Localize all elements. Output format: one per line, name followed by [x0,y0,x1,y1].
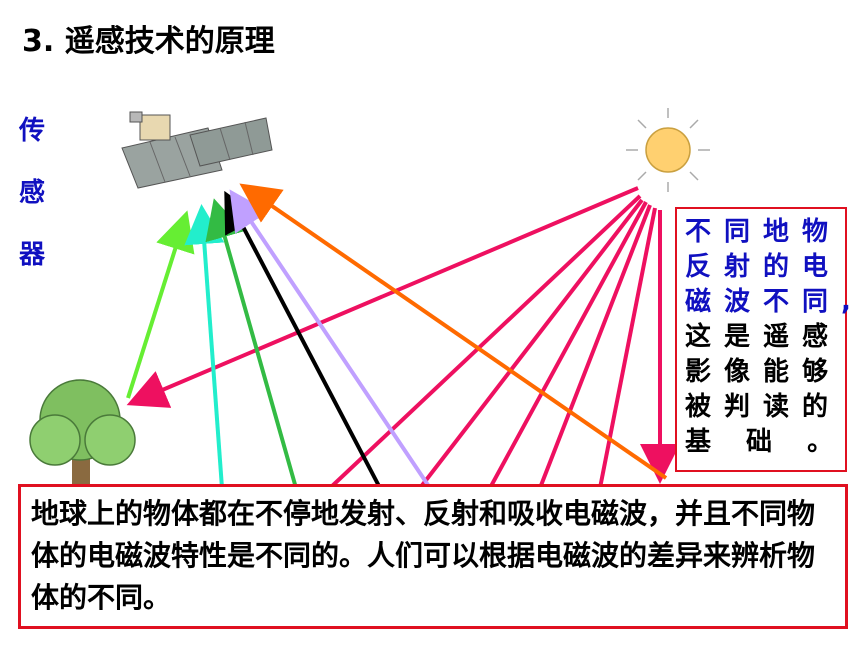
note-line: 基 础 。 [685,427,847,457]
sun-ray [598,207,657,489]
note-line: 被判读的 [685,392,842,422]
sensor-char: 器 [18,240,45,270]
note-line: 磁波不同, [685,287,860,317]
tree-icon [29,379,136,490]
sun-ray [418,198,644,490]
sun-ray [126,186,639,408]
reflected-ray [184,204,225,489]
explanation-box: 地球上的物体都在不停地发射、反射和吸收电磁波，并且不同物体的电磁波特性是不同的。… [18,484,848,629]
sun-ray [538,204,652,489]
note-box: 不同地物 反射的电 磁波不同, 这是遥感 影像能够 被判读的 基 础 。 [675,207,860,472]
reflected-ray [126,210,195,399]
sensor-label: 传 感 器 [14,100,50,286]
page-title: 3. 遥感技术的原理 [22,24,275,59]
note-line: 影像能够 [685,357,842,387]
reflected-ray [205,198,298,489]
sun-icon [626,108,710,192]
reflected-ray [229,189,432,490]
sun-ray [328,194,642,490]
sensor-char: 感 [18,178,45,208]
sensor-char: 传 [18,116,45,146]
reflected-ray [239,183,668,480]
note-line: 反射的电 [685,252,842,282]
explanation-text: 地球上的物体都在不停地发射、反射和吸收电磁波，并且不同物体的电磁波特性是不同的。… [31,497,816,614]
note-line: 不同地物 [685,217,842,247]
reflected-ray [224,190,382,489]
sun-ray [488,201,648,489]
note-line: 这是遥感 [685,322,842,352]
satellite-icon [121,111,273,189]
